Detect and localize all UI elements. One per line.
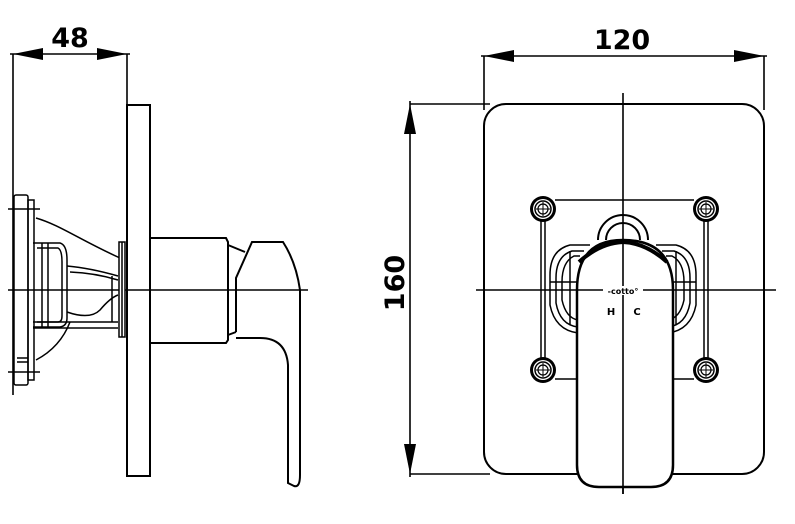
screw-top-right [693,196,719,222]
brand-logo: -cotto° [608,287,639,296]
width-dimension [481,50,767,110]
front-view [404,50,776,494]
cold-label: C [633,307,640,318]
depth-dimension [10,48,130,395]
side-view [8,48,308,488]
screw-bottom-right [693,357,719,383]
cartridge-lobes [549,244,697,334]
cartridge-arch [597,214,649,241]
logo-background [603,286,643,295]
mounting-frame [540,199,709,380]
hot-label: H [607,307,615,318]
handle-side [150,237,301,488]
height-dimension [404,101,490,477]
lever-front [575,238,675,489]
screw-top-left [530,196,556,222]
height-dimension-label: 160 [380,255,411,311]
screw-bottom-left [530,357,556,383]
depth-dimension-label: 48 [51,23,89,54]
width-dimension-label: 120 [594,25,650,56]
valve-body-side [8,194,126,386]
